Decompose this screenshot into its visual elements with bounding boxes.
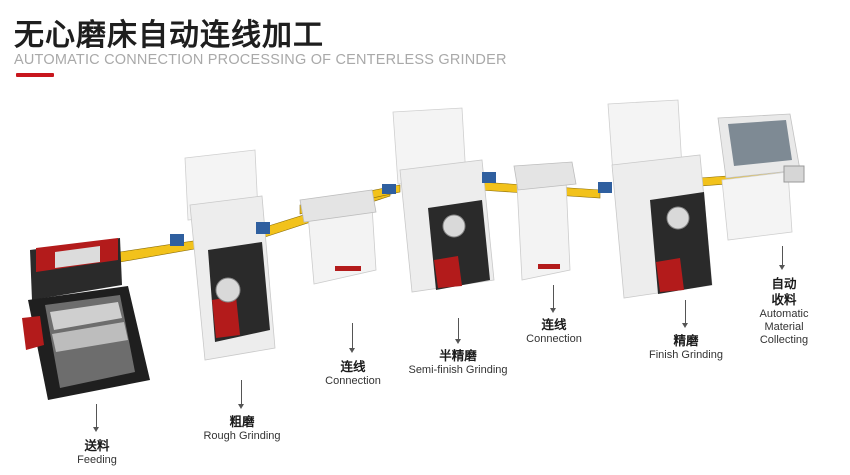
station-feeding-en: Feeding <box>77 454 117 466</box>
page-subtitle: AUTOMATIC CONNECTION PROCESSING OF CENTE… <box>14 52 507 68</box>
conveyor-rail <box>119 239 201 263</box>
finish-grinder <box>607 99 713 299</box>
station-connection-2-zh: 连线 <box>541 317 567 332</box>
finish-grinding-arrow <box>682 300 688 328</box>
connection-1-arrow <box>349 323 355 353</box>
station-label-connection-1: 连线 Connection <box>325 359 381 388</box>
station-connection-2-en: Connection <box>526 333 582 345</box>
station-label-semi-finish-grinding: 半精磨 Semi-finish Grinding <box>408 348 507 377</box>
connection-unit-1 <box>299 184 396 285</box>
station-label-automatic-collecting: 自动 收料 Automatic Material Collecting <box>751 276 817 347</box>
rough-grinding-arrow <box>238 380 244 409</box>
station-label-finish-grinding: 精磨 Finish Grinding <box>649 333 723 362</box>
station-finish-en: Finish Grinding <box>649 349 723 361</box>
feeding-arrow <box>93 404 99 432</box>
station-rough-zh: 粗磨 <box>229 414 255 429</box>
connection-2-arrow <box>550 285 556 313</box>
station-label-rough-grinding: 粗磨 Rough Grinding <box>203 414 280 443</box>
collecting-unit <box>717 113 805 241</box>
station-collecting-zh: 自动 收料 <box>771 276 797 307</box>
station-finish-zh: 精磨 <box>673 333 699 348</box>
semi-finish-arrow <box>455 318 461 344</box>
rough-grinder <box>170 149 276 361</box>
station-rough-en: Rough Grinding <box>203 430 281 442</box>
title-accent-bar <box>16 73 54 77</box>
station-connection-1-en: Connection <box>325 375 381 387</box>
station-feeding-zh: 送料 <box>84 438 110 453</box>
station-label-connection-2: 连线 Connection <box>526 317 582 346</box>
feeding-machine <box>22 238 150 400</box>
station-label-feeding: 送料 Feeding <box>77 438 117 467</box>
station-connection-1-zh: 连线 <box>340 359 366 374</box>
connection-unit-2 <box>513 161 612 281</box>
collecting-arrow <box>779 246 785 270</box>
semi-finish-grinder <box>392 107 496 293</box>
station-collecting-en: Automatic Material Collecting <box>759 308 809 346</box>
station-semi-finish-en: Semi-finish Grinding <box>408 364 508 376</box>
page-title: 无心磨床自动连线加工 <box>14 18 324 53</box>
station-semi-finish-zh: 半精磨 <box>439 348 477 363</box>
